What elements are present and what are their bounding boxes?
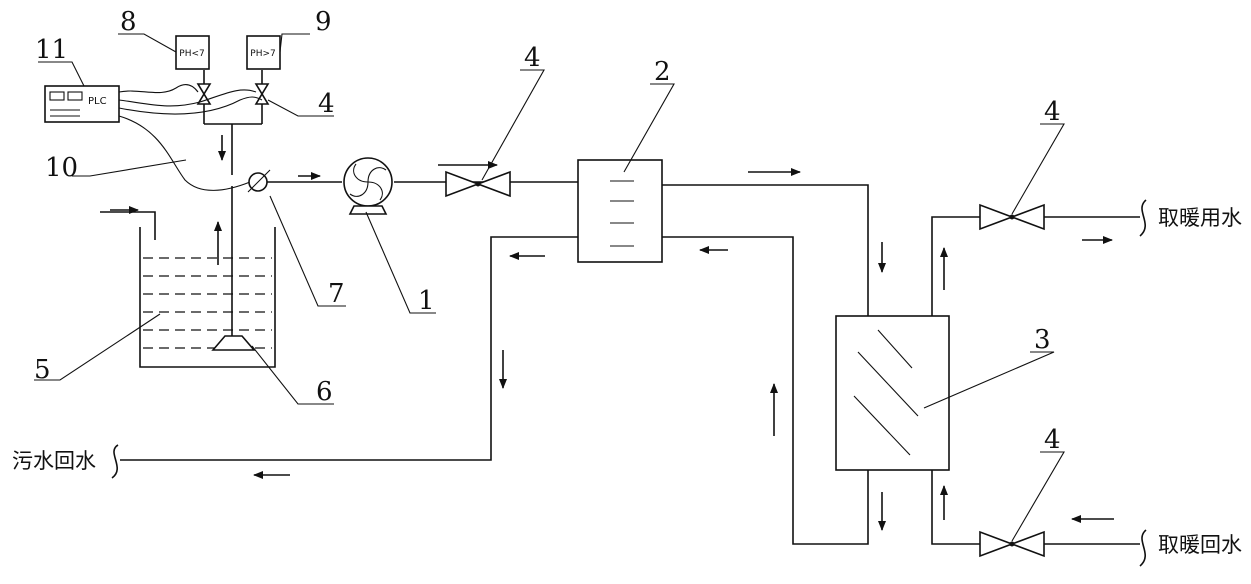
heating-supply-pipe xyxy=(931,216,1140,316)
label-4-supply: 4 xyxy=(1044,97,1061,127)
label-6: 6 xyxy=(316,377,333,407)
label-11: 11 xyxy=(35,35,68,65)
sewage-return-label: 污水回水 xyxy=(12,449,96,473)
plc-label: PLC xyxy=(88,96,107,107)
label-2: 2 xyxy=(654,57,671,87)
return-pipe xyxy=(120,236,886,545)
ph-high-tank: PH>7 xyxy=(246,35,281,70)
dosing-pipe xyxy=(203,70,263,175)
heating-return-pipe xyxy=(931,470,1140,545)
heating-supply-label: 取暖用水 xyxy=(1158,206,1242,230)
label-5: 5 xyxy=(34,355,51,385)
plc-controller: PLC xyxy=(44,85,120,123)
control-cables xyxy=(118,83,263,191)
label-4-main: 4 xyxy=(524,43,541,73)
label-9: 9 xyxy=(315,7,332,37)
sewage-tank xyxy=(100,206,276,368)
ph-low-label: PH<7 xyxy=(179,49,204,59)
label-1: 1 xyxy=(418,286,435,316)
pump xyxy=(343,157,393,215)
diffuser-6 xyxy=(211,335,256,351)
dosing-valve-high xyxy=(254,83,270,105)
heating-return-label: 取暖回水 xyxy=(1158,533,1242,557)
ph-high-label: PH>7 xyxy=(250,49,275,59)
label-4-return: 4 xyxy=(1044,425,1061,455)
dosing-valve-low xyxy=(196,83,212,105)
label-10: 10 xyxy=(45,153,78,183)
main-pipe xyxy=(267,161,578,183)
label-3: 3 xyxy=(1034,325,1051,355)
filter-2 xyxy=(577,159,663,263)
main-valve xyxy=(445,170,511,198)
return-valve xyxy=(979,530,1045,558)
label-7: 7 xyxy=(328,279,345,309)
leader-lines xyxy=(34,33,1065,542)
supply-valve xyxy=(979,203,1045,231)
label-4-dosing: 4 xyxy=(318,89,335,119)
label-8: 8 xyxy=(120,7,137,37)
suction-pipe xyxy=(214,186,233,338)
break-symbols xyxy=(111,199,1147,567)
ph-low-tank: PH<7 xyxy=(175,35,210,70)
filter-to-exchanger-pipe xyxy=(662,168,886,316)
heat-exchanger-3 xyxy=(835,315,950,471)
ph-probe xyxy=(247,169,271,193)
